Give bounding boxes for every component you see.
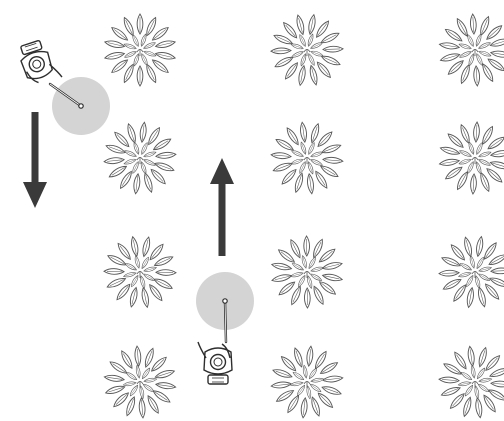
shrub-icon: [104, 14, 175, 86]
arrow-down-icon: [23, 112, 47, 208]
shrub-icon: [104, 346, 176, 418]
shrub-icon: [439, 236, 504, 308]
shrub-icon: [271, 122, 343, 194]
workers: [17, 37, 232, 384]
arrow-up-icon: [210, 158, 234, 256]
shrub-icon: [104, 236, 176, 308]
shrub-icon: [271, 346, 343, 418]
shrub-icon: [439, 14, 504, 86]
plants-grid: [104, 14, 504, 418]
shrub-icon: [104, 122, 176, 194]
shrub-icon: [439, 122, 504, 194]
shrub-icon: [439, 346, 504, 418]
shrub-icon: [271, 236, 343, 308]
shrub-icon: [271, 14, 343, 86]
